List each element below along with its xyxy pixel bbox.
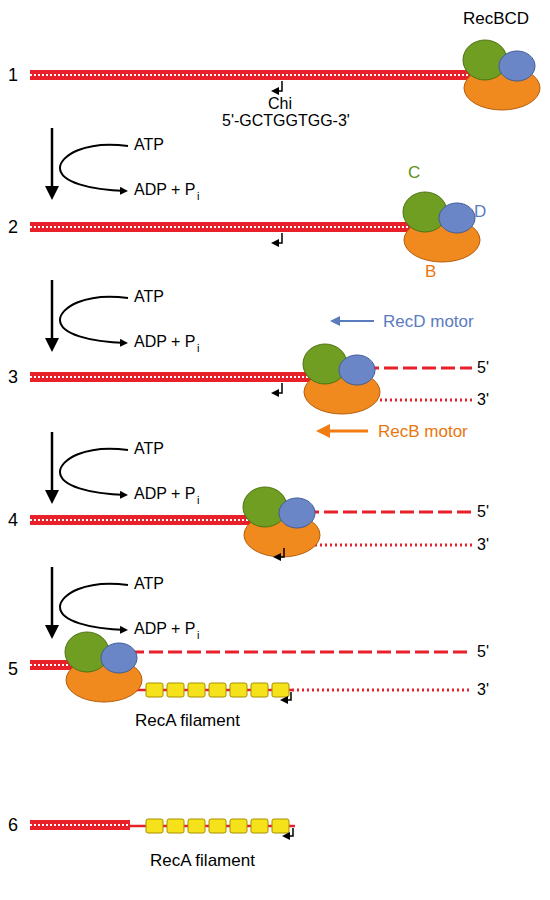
reactant-label: ATP xyxy=(134,137,164,153)
reaction-arrow xyxy=(52,280,128,348)
strand-end-label: 3' xyxy=(477,537,489,553)
subunit-label: C xyxy=(408,164,420,181)
ssdna-5-strand xyxy=(365,367,472,370)
recbcd-complex xyxy=(243,487,320,557)
motor-arrow xyxy=(332,320,374,322)
subunit-label: B xyxy=(425,263,436,280)
chi-marker xyxy=(284,828,293,836)
reactant-label: ATP xyxy=(134,289,164,305)
strand-end-label: 5' xyxy=(477,644,489,660)
recbcd-complex xyxy=(65,632,142,702)
strand-end-label: 5' xyxy=(477,360,489,376)
subscript-label: i xyxy=(197,495,199,506)
strand-end-label: 3' xyxy=(477,392,489,408)
product-label: ADP + P xyxy=(134,621,196,637)
reca-filament xyxy=(146,683,289,697)
subscript-label: i xyxy=(197,343,199,354)
step-number: 5 xyxy=(8,660,18,678)
strand-end-label: 5' xyxy=(477,504,489,520)
subscript-label: i xyxy=(197,191,199,202)
ssdna-5-strand xyxy=(130,651,472,654)
dna-duplex xyxy=(30,222,415,232)
dna-duplex xyxy=(30,515,260,525)
filament-label: RecA filament xyxy=(135,712,240,729)
step-number: 6 xyxy=(8,816,18,834)
site-name: Chi xyxy=(268,96,292,112)
reca-filament xyxy=(146,819,289,833)
enzyme-name: RecBCD xyxy=(463,10,529,27)
step-number: 1 xyxy=(8,66,18,84)
recbcd-complex xyxy=(303,344,380,414)
product-label: ADP + P xyxy=(134,182,196,198)
reactant-label: ATP xyxy=(134,576,164,592)
dna-duplex xyxy=(30,70,470,80)
step-number: 3 xyxy=(8,368,18,386)
chi-marker xyxy=(275,548,284,557)
recbcd-complex xyxy=(403,192,480,262)
motor-arrow xyxy=(320,430,368,433)
reaction-arrow xyxy=(52,128,128,196)
subscript-label: i xyxy=(197,630,199,641)
reaction-arrow xyxy=(52,432,128,500)
step-number: 4 xyxy=(8,511,18,529)
chi-marker xyxy=(273,233,282,243)
sequence-label: 5'-GCTGGTGG-3' xyxy=(222,113,350,129)
product-label: ADP + P xyxy=(134,334,196,350)
chi-marker xyxy=(273,81,282,91)
strand-end-label: 3' xyxy=(477,682,489,698)
filament-label: RecA filament xyxy=(150,852,255,869)
subunit-label: D xyxy=(474,203,486,220)
motor-label: RecD motor xyxy=(383,313,474,330)
reactant-label: ATP xyxy=(134,441,164,457)
chi-marker xyxy=(273,383,282,393)
recbcd-complex xyxy=(463,40,540,110)
dna-duplex xyxy=(30,372,320,382)
dna-duplex xyxy=(30,820,130,830)
ssdna-3-strand xyxy=(292,689,472,692)
step-number: 2 xyxy=(8,218,18,236)
ssdna-5-strand xyxy=(305,511,472,514)
motor-label: RecB motor xyxy=(378,423,468,440)
product-label: ADP + P xyxy=(134,486,196,502)
chi-marker xyxy=(282,692,291,700)
reaction-arrow xyxy=(52,567,128,635)
